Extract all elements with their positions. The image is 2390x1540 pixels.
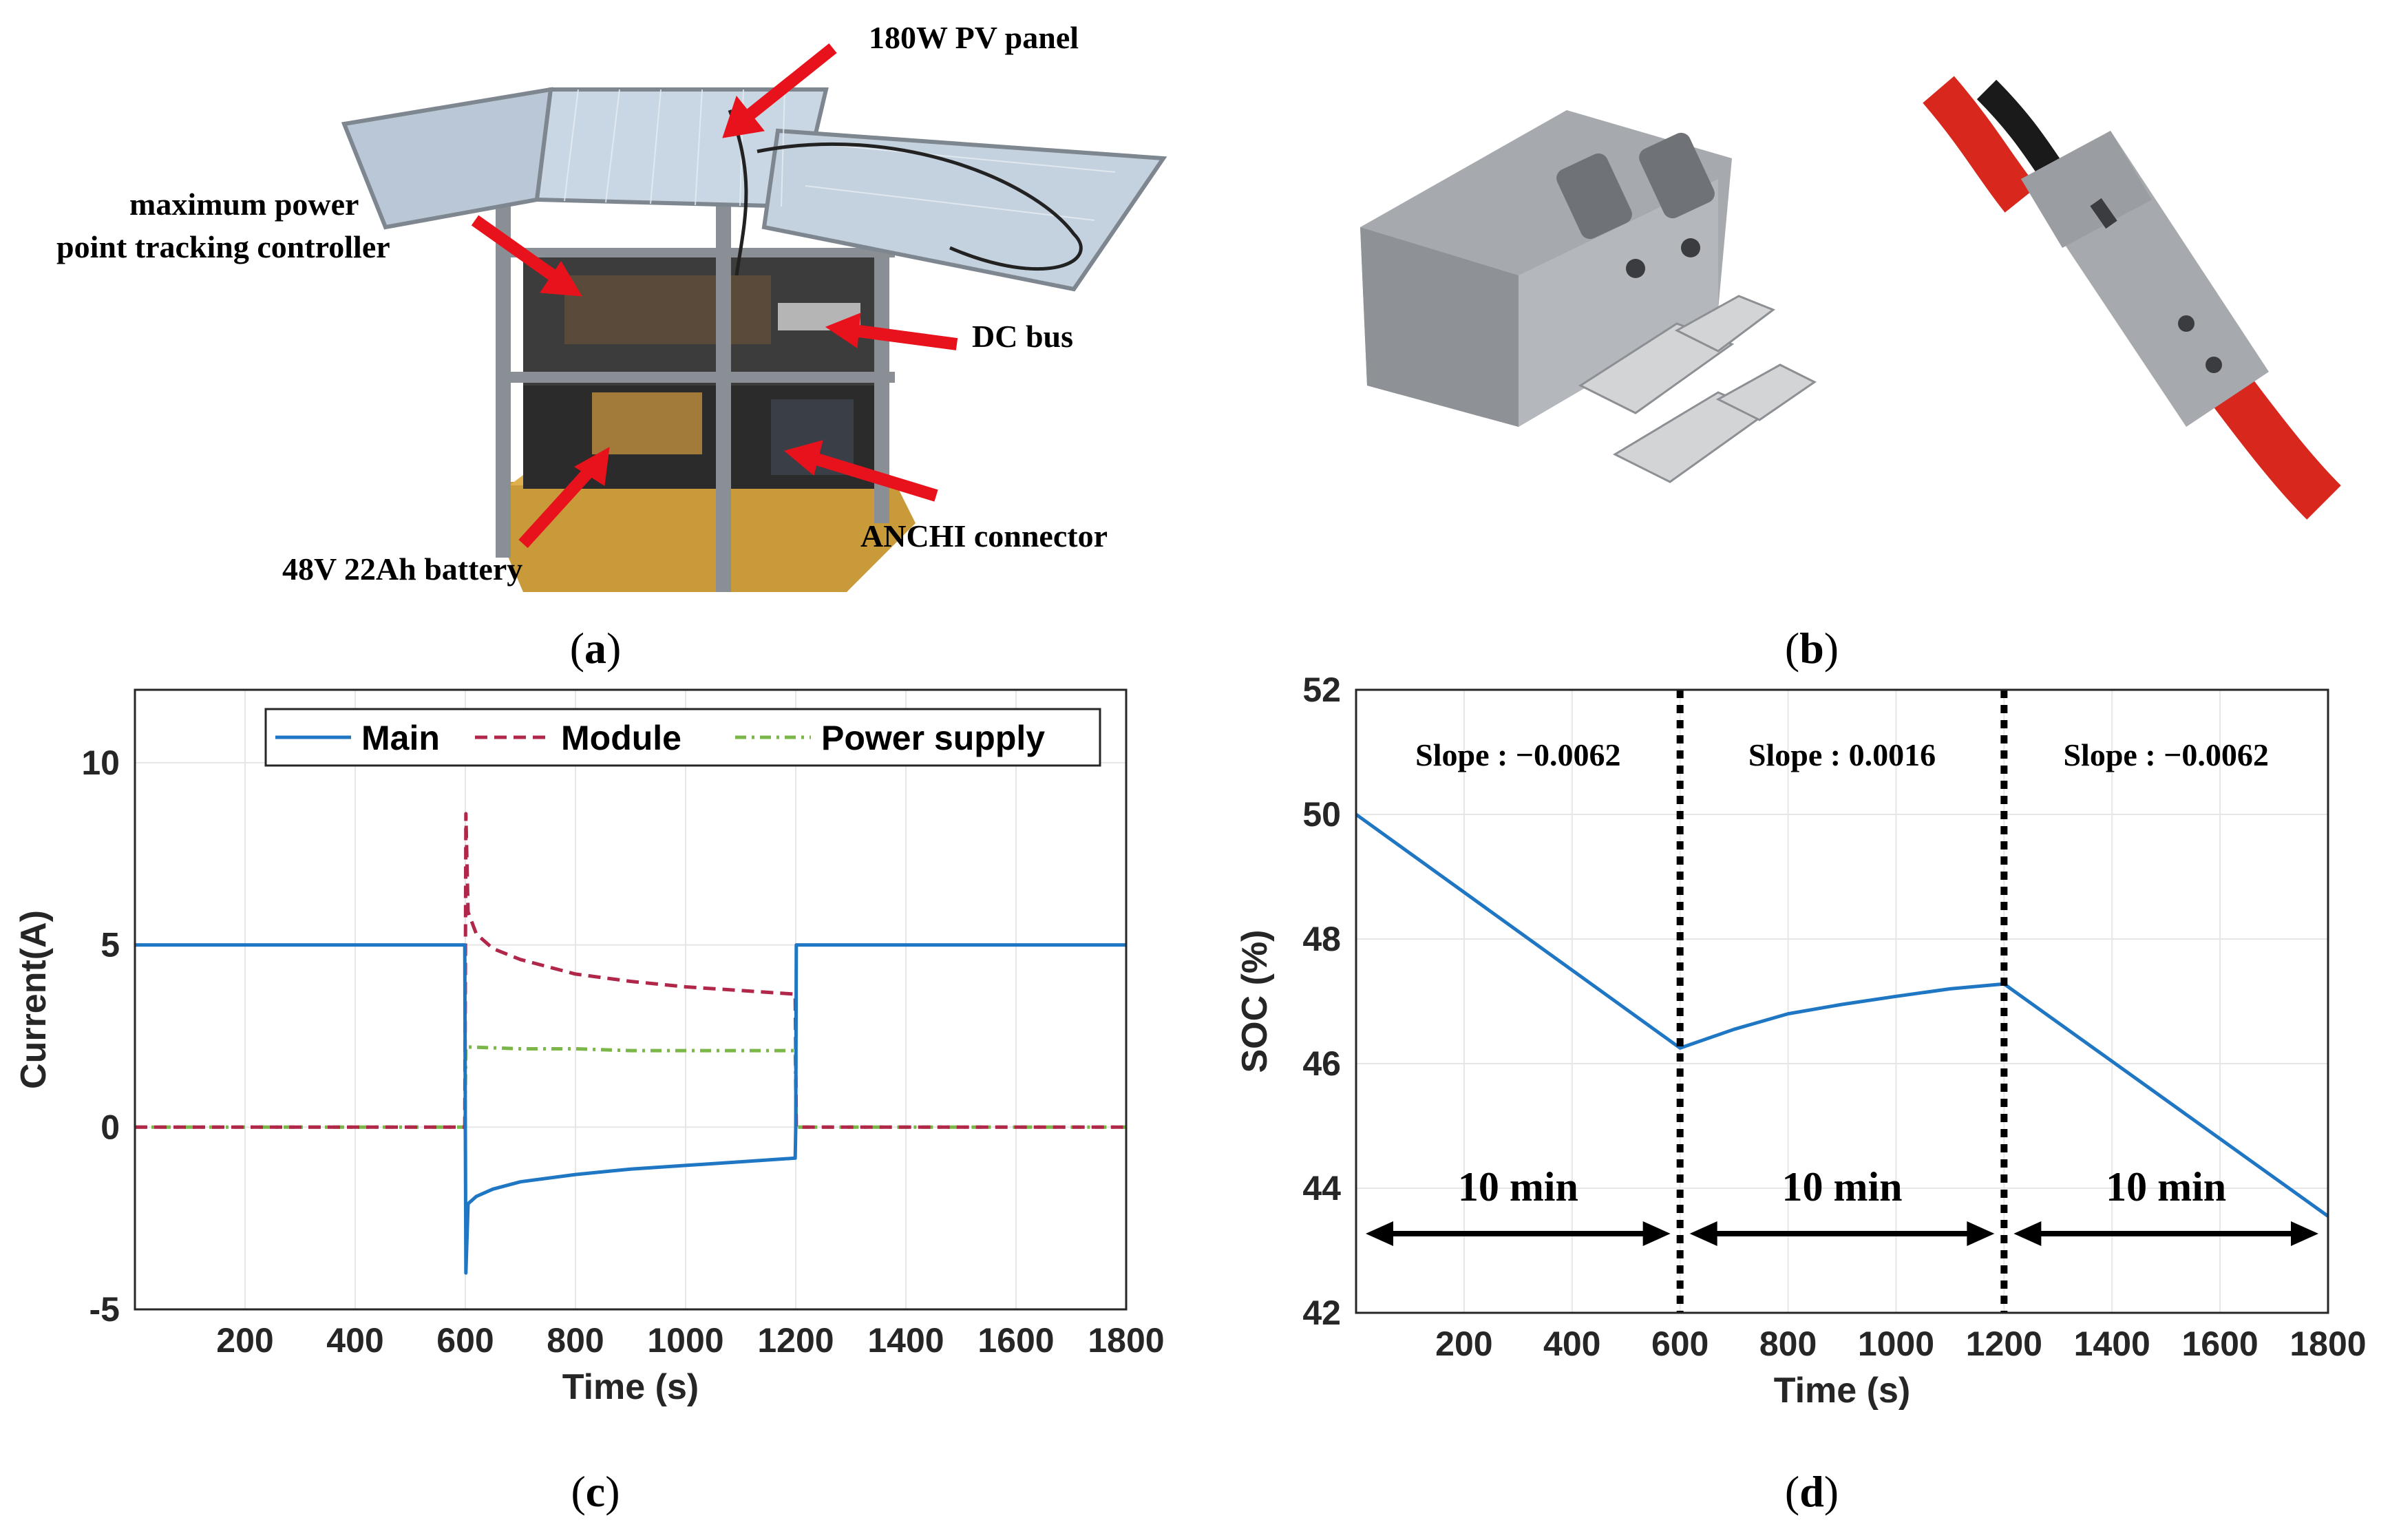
current-x-tick-label: 800 <box>547 1321 604 1360</box>
interval-label: 10 min <box>1458 1164 1578 1210</box>
interval-arrow-head-left <box>2013 1221 2042 1246</box>
connector-terminals <box>1578 295 1817 483</box>
current-x-tick-label: 1400 <box>867 1321 944 1360</box>
label-anchi-connector: ANCHI connector <box>860 518 1108 553</box>
caption-d: (d) <box>1784 1467 1839 1516</box>
label-battery: 48V 22Ah battery <box>282 551 523 587</box>
current-plot-area <box>135 690 1126 1309</box>
soc-x-tick-label: 1400 <box>2074 1325 2150 1363</box>
pv-panel-left <box>341 87 553 230</box>
current-legend: Main Module Power supply <box>264 708 1101 767</box>
legend-box <box>264 708 1101 767</box>
soc-x-tick-label: 1000 <box>1858 1325 1934 1363</box>
caption-c: (c) <box>571 1467 620 1516</box>
soc-x-tick-label: 400 <box>1543 1325 1600 1363</box>
interval-label: 10 min <box>1781 1164 1902 1210</box>
base-tray <box>503 482 916 592</box>
current-x-tick-label: 1000 <box>647 1321 723 1360</box>
soc-x-tick-label: 1600 <box>2181 1325 2258 1363</box>
soc-y-tick-label: 42 <box>1302 1294 1341 1332</box>
interval-label: 10 min <box>2106 1164 2226 1210</box>
pv-panel-right <box>761 128 1167 292</box>
interval-arrow-head-right <box>1967 1221 1995 1246</box>
interval-arrow-head-left <box>1366 1221 1393 1246</box>
current-chart: 200 400 600 800 1000 1200 1400 1600 1800 -5 0 5 10Ti… <box>14 688 1165 1407</box>
current-x-tick-label: 1800 <box>1088 1321 1164 1360</box>
anchi-connector-illustration <box>1360 76 2341 520</box>
soc-y-tick-label: 50 <box>1302 795 1341 834</box>
soc-x-axis-label: Time (s) <box>1774 1371 1910 1411</box>
current-x-axis-label: Time (s) <box>562 1367 699 1407</box>
soc-y-tick-label: 46 <box>1302 1044 1341 1083</box>
panel-a: 180W PV panel maximum power point tracki… <box>0 0 1195 688</box>
caption-b: (b) <box>1784 624 1839 673</box>
current-y-tick-label: 5 <box>101 926 120 964</box>
slope-annotation: Slope : 0.0016 <box>1748 737 1936 772</box>
current-y-tick-label: 0 <box>101 1108 120 1146</box>
soc-x-tick-label: 600 <box>1651 1325 1709 1363</box>
current-x-tick-label: 1200 <box>757 1321 834 1360</box>
current-plot-frame <box>134 688 1128 1311</box>
label-mppt-line2: point tracking controller <box>56 229 390 264</box>
slope-annotation: Slope : −0.0062 <box>1415 737 1620 772</box>
caption-a: (a) <box>569 624 622 673</box>
label-dc-bus: DC bus <box>972 319 1074 354</box>
label-pv-panel: 180W PV panel <box>869 20 1079 55</box>
current-x-tick-label: 600 <box>436 1321 494 1360</box>
current-x-tick-label: 200 <box>216 1321 273 1360</box>
mated-connector <box>1923 76 2341 520</box>
pv-cart-illustration <box>341 43 1167 592</box>
soc-plot-frame <box>1355 688 2329 1314</box>
callout-arrows <box>471 43 958 549</box>
interval-arrow-head-right <box>2291 1221 2318 1246</box>
soc-plot-area <box>1356 690 2328 1313</box>
soc-x-tick-label: 200 <box>1435 1325 1492 1363</box>
soc-x-tick-label: 800 <box>1759 1325 1817 1363</box>
soc-y-axis-label: SOC (%) <box>1235 930 1275 1073</box>
legend-label-module: Module <box>561 719 681 757</box>
label-mppt-line1: maximum power <box>129 187 359 222</box>
current-y-axis-label: Current(A) <box>14 910 54 1089</box>
series-line-main <box>135 943 1126 1275</box>
slope-annotation: Slope : −0.0062 <box>2063 737 2268 772</box>
current-x-tick-label: 1600 <box>977 1321 1054 1360</box>
legend-label-main: Main <box>361 719 440 757</box>
legend-label-power-supply: Power supply <box>821 719 1045 757</box>
soc-y-tick-label: 44 <box>1302 1169 1341 1207</box>
soc-chart: 200 400 600 800 1000 1200 1400 1600 1800 42 44 46 48… <box>1235 671 2367 1411</box>
panel-b: (b) <box>1195 0 2390 688</box>
current-x-tick-label: 400 <box>326 1321 383 1360</box>
current-y-tick-label: 10 <box>81 743 120 782</box>
soc-x-tick-label: 1200 <box>1966 1325 2042 1363</box>
soc-series-line <box>1355 812 2329 1218</box>
interval-arrow-head-right <box>1642 1221 1671 1246</box>
current-y-tick-label: -5 <box>89 1290 120 1329</box>
interval-arrow-head-left <box>1689 1221 1717 1246</box>
soc-y-tick-label: 52 <box>1302 671 1341 709</box>
soc-x-tick-label: 1800 <box>2289 1325 2366 1363</box>
soc-y-tick-label: 48 <box>1302 920 1341 958</box>
